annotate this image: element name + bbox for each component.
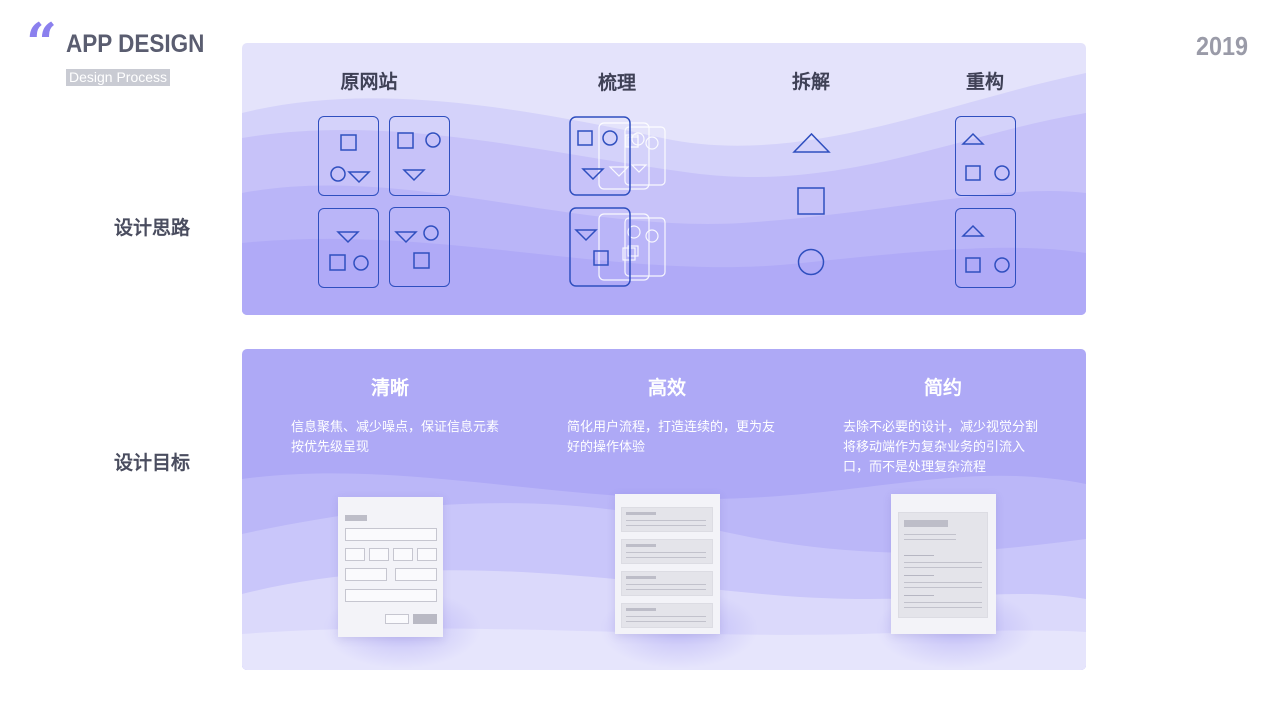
list-mockup [615,494,720,634]
circle-icon [797,248,825,276]
goal-title-clear: 清晰 [370,377,409,399]
design-thinking-panel: 原网站 梳理 拆解 重构 [242,43,1086,315]
column-title-organize: 梳理 [597,72,636,94]
rebuild-card-1 [955,116,1016,196]
wave-background [242,43,1086,315]
brand-title: APP DESIGN [66,30,205,58]
goal-desc-simple: 去除不必要的设计，减少视觉分割将移动端作为复杂业务的引流入口，而不是处理复杂流程 [843,420,1039,475]
column-title-decompose: 拆解 [791,71,830,93]
rebuild-card-2 [955,208,1016,288]
organize-stacked-cards [569,116,666,287]
brand-subtitle: Design Process [66,69,171,86]
decompose-shapes [792,132,831,276]
goal-desc-efficient: 简化用户流程，打造连续的，更为友好的操作体验 [567,420,776,455]
original-card-2 [389,116,450,196]
form-mockup [338,497,443,637]
quote-mark-icon: “ [26,11,57,75]
original-card-4 [389,207,450,287]
design-goals-panel: 清晰 高效 简约 信息聚焦、减少噪点，保证信息元素按优先级呈现 简化用户流程，打… [242,349,1086,670]
goal-title-simple: 简约 [923,377,962,399]
original-card-1 [318,116,379,196]
column-title-original: 原网站 [340,71,398,93]
section-label-goals: 设计目标 [114,452,191,474]
goal-desc-clear: 信息聚焦、减少噪点，保证信息元素按优先级呈现 [291,420,500,455]
triangle-icon [792,132,831,153]
section-label-thinking: 设计思路 [114,217,191,239]
year-label: 2019 [1196,31,1249,61]
article-mockup [891,494,996,634]
column-title-rebuild: 重构 [965,71,1004,93]
goal-title-efficient: 高效 [647,377,686,399]
original-card-3 [318,208,379,288]
square-icon [797,187,825,215]
